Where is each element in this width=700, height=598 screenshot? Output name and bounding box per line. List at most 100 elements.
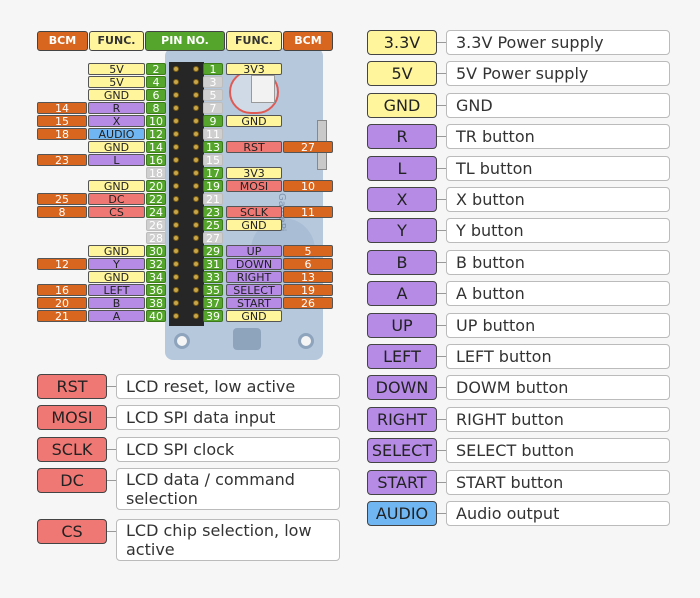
pin-contact [193,105,199,111]
func-left-value: GND [88,180,145,192]
legend-label: START [367,469,437,495]
pin-number-left: 30 [146,245,166,257]
pin-number-right: 23 [203,206,223,218]
pin-number-right: 9 [203,115,223,127]
pin-number-left: 8 [146,102,166,114]
connector-line [437,356,446,357]
pin-contact [173,261,179,267]
pin-number-left: 26 [146,219,166,231]
legend-description-line: LCD SPI clock [126,440,235,459]
legend-description: GND [446,92,670,118]
pin-number-left: 40 [146,310,166,322]
connector-line [437,293,446,295]
board-logo [233,328,261,350]
func-left-value: 5V [88,76,145,88]
connector-line [437,261,446,263]
legend-label: RIGHT [367,406,437,432]
pin-contact [193,183,199,189]
func-left-value: GND [88,89,145,101]
pin-contact [173,313,179,319]
pin-contact [173,66,179,72]
pin-contact [193,157,199,163]
pin-contact [193,235,199,241]
legend-description: Y button [446,218,670,244]
pin-contact [193,196,199,202]
legend-description: LCD SPI clock [116,437,340,462]
header-bcm-right: BCM [283,31,333,51]
legend-description-line: selection [126,489,198,508]
legend-description: DOWM button [446,375,670,401]
bcm-right-value: 26 [283,297,333,309]
legend-label: 3.3V [367,30,437,55]
legend-label: RST [37,374,107,399]
legend-description-line: LCD reset, low active [126,377,296,396]
func-right-value: DOWN [226,258,282,270]
board-chip [251,75,275,103]
func-left-value: 5V [88,63,145,75]
func-right-value: START [226,297,282,309]
pin-contact [193,131,199,137]
legend-description: 3.3V Power supply [446,30,670,55]
func-left-value: GND [88,271,145,283]
legend-label: X [367,187,437,212]
bcm-right-value: 10 [283,180,333,192]
bcm-left-value: 21 [37,310,87,322]
pin-number-right: 31 [203,258,223,270]
pin-contact [193,248,199,254]
pin-contact [193,170,199,176]
bcm-right-value: 19 [283,284,333,296]
pin-number-right: 29 [203,245,223,257]
func-left-value: A [88,310,145,322]
legend-label: DC [37,468,107,493]
bcm-left-value: 8 [37,206,87,218]
func-right-value: 3V3 [226,63,282,75]
pin-contact [193,92,199,98]
pin-contact [193,222,199,228]
func-left-value: AUDIO [88,128,145,140]
header-pin-no: PIN NO. [145,31,225,51]
pin-number-right: 11 [203,128,223,140]
bcm-left-value: 23 [37,154,87,166]
pin-number-right: 17 [203,167,223,179]
pin-number-right: 21 [203,193,223,205]
connector-line [107,417,116,418]
legend-label: AUDIO [367,501,437,526]
legend-description: TR button [446,124,670,150]
func-left-value: LEFT [88,284,145,296]
bcm-left-value: 20 [37,297,87,309]
header-func-left: FUNC. [89,31,144,51]
legend-description: LCD reset, low active [116,374,340,399]
pin-number-left: 38 [146,297,166,309]
pin-contact [193,274,199,280]
connector-line [437,167,446,169]
pin-contact [173,235,179,241]
func-left-value: L [88,154,145,166]
legend-description-line: LCD chip selection, low [126,521,312,540]
legend-description: RIGHT button [446,406,670,432]
legend-description: TL button [446,155,670,181]
connector-line [437,513,446,514]
legend-label: B [367,249,437,275]
pin-contact [173,209,179,215]
pin-number-right: 5 [203,89,223,101]
func-right-value: SELECT [226,284,282,296]
board-mount-hole [298,333,314,349]
legend-description-line: LCD data / command [126,470,295,489]
func-left-value: GND [88,141,145,153]
legend-description-line: LCD SPI data input [126,408,276,427]
func-right-value: GND [226,310,282,322]
pin-number-right: 27 [203,232,223,244]
pin-number-right: 25 [203,219,223,231]
pin-contact [173,248,179,254]
func-right-value: MOSI [226,180,282,192]
pin-contact [173,118,179,124]
pin-contact [173,222,179,228]
pin-number-right: 3 [203,76,223,88]
connector-line [437,418,446,420]
pin-contact [173,196,179,202]
pin-number-right: 1 [203,63,223,75]
bcm-right-value: 5 [283,245,333,257]
legend-label: LEFT [367,344,437,369]
pin-number-left: 20 [146,180,166,192]
